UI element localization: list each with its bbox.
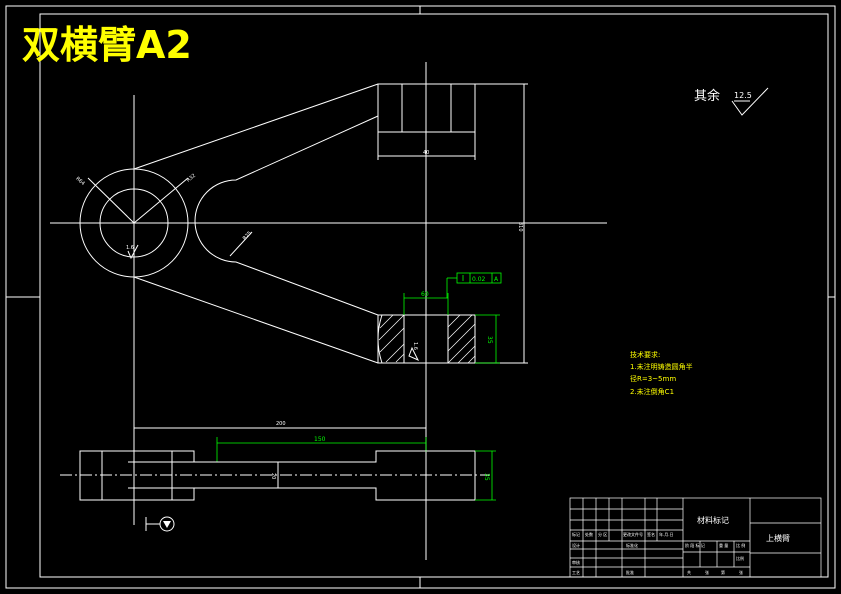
dim-rough-small: 1.6 <box>126 245 134 251</box>
dim-top-width-label: 40 <box>423 150 429 156</box>
tb-cell-r1-3: 更改文件号 <box>623 531 643 537</box>
dim-length-200-label: 200 <box>276 421 286 427</box>
dim-rough-mid: 1.6 <box>412 342 418 350</box>
tb-sheet-3: 张 <box>739 569 743 575</box>
tb-stage-0: 阶 段 标 记 <box>685 542 705 548</box>
sheet-border <box>5 5 836 589</box>
tb-cell-r1-1: 处数 <box>585 531 593 537</box>
tb-part-name: 上横臂 <box>766 533 790 543</box>
tb-cell-r2-0: 设计 <box>572 542 580 548</box>
dim-length-150-label: 150 <box>314 436 326 443</box>
dim-r-inner: R32 <box>186 173 197 184</box>
dim-bottom-height <box>475 450 496 501</box>
roughness-label: 其余 <box>694 88 720 104</box>
tb-sheet-1: 张 <box>705 569 709 575</box>
dim-top-width <box>377 132 476 160</box>
tb-cell-r4-1: 批准 <box>626 569 634 575</box>
tb-cell-r1-5: 年.月.日 <box>659 531 674 537</box>
tb-stage-1: 重 量 <box>719 542 728 548</box>
tb-cell-r2-1: 标准化 <box>626 542 638 548</box>
title-block <box>569 497 822 578</box>
dim-bottom-mid-label: 20 <box>270 473 276 479</box>
dim-r-outer: R64 <box>74 176 85 187</box>
dim-length-150 <box>216 437 427 462</box>
tb-cell-r1-0: 标记 <box>572 531 580 537</box>
tb-material-mark: 材料标记 <box>697 515 729 525</box>
tb-scale: 比例 <box>736 555 744 561</box>
tb-cell-r1-4: 签名 <box>647 531 655 537</box>
roughness-value: 12.5 <box>734 91 752 100</box>
radius-leaders <box>87 177 253 257</box>
dim-overall-height-label: 310 <box>517 222 523 232</box>
tech-notes-heading: 技术要求: <box>630 350 660 359</box>
dim-boss-height-label: 35 <box>486 336 493 344</box>
section-hatching <box>378 314 476 364</box>
tech-notes-line-3: 2.未注倒角C1 <box>630 387 674 396</box>
tb-cell-r1-2: 分 区 <box>598 531 607 537</box>
tb-stage-2: 比 例 <box>736 542 745 548</box>
gdt-tolerance: 0.02 <box>472 276 486 283</box>
view-direction-symbol <box>145 516 175 532</box>
center-lines <box>50 62 607 560</box>
dim-boss-width-label: 60 <box>421 291 429 298</box>
tech-notes-line-1: 1.未注明铸造圆角半 <box>630 362 693 371</box>
tb-sheet-2: 第 <box>721 569 725 575</box>
gdt-datum: A <box>494 276 499 283</box>
tech-notes-line-2: 径R=3~5mm <box>630 374 676 383</box>
dim-bottom-height-label: 35 <box>483 473 490 481</box>
drawing-title: 双横臂A2 <box>22 23 192 67</box>
dim-boss-height <box>475 314 500 364</box>
roughness-symbol <box>731 87 769 116</box>
arm-plan-view <box>79 83 476 364</box>
tech-notes: 技术要求: 1.未注明铸造圆角半 径R=3~5mm 2.未注倒角C1 <box>630 350 693 396</box>
gdt-frame <box>446 272 502 298</box>
dim-r-fillet: R25 <box>242 230 253 241</box>
tb-sheet-0: 共 <box>687 569 691 575</box>
tb-cell-r4-0: 工艺 <box>572 570 580 575</box>
dim-boss-width <box>403 293 449 315</box>
tb-cell-r3-0: 审核 <box>572 559 580 565</box>
